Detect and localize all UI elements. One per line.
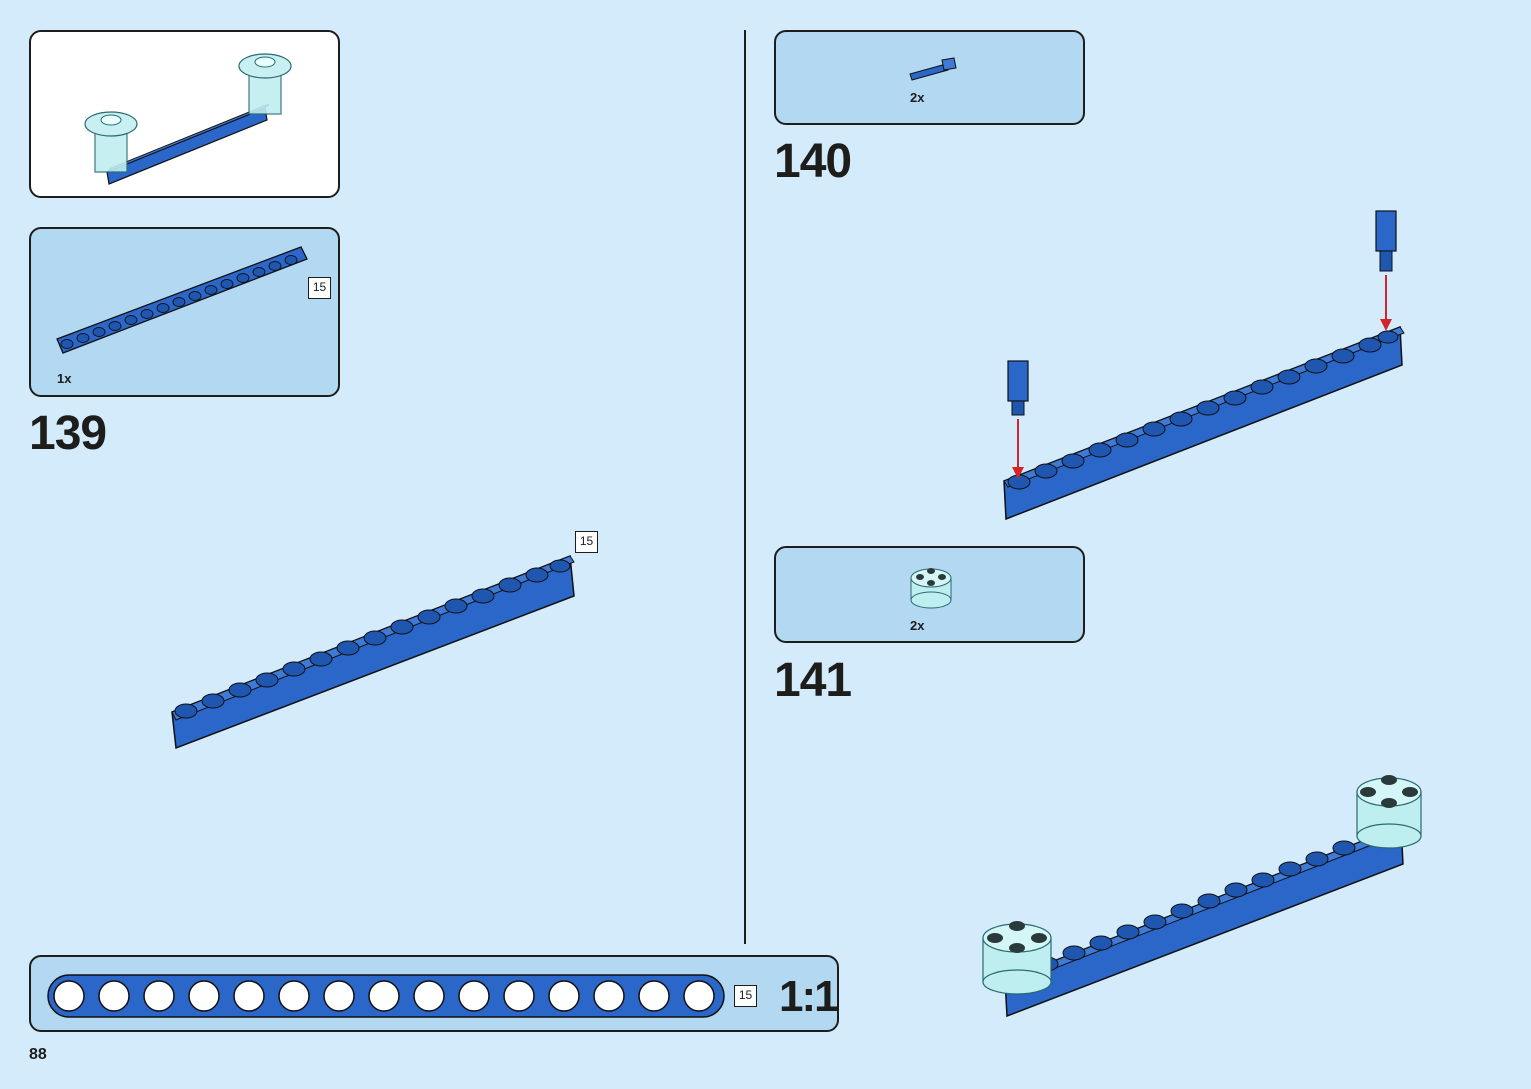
step-139-build-illustration — [171, 554, 575, 750]
arrow-icon — [1012, 419, 1024, 479]
part-quantity: 2x — [910, 618, 925, 633]
part-quantity: 1x — [57, 371, 72, 386]
length-label: 15 — [734, 985, 757, 1007]
beam-icon — [106, 103, 270, 185]
part-quantity: 2x — [910, 90, 925, 105]
beam-icon — [56, 246, 308, 354]
page-number: 88 — [29, 1046, 47, 1063]
round-brick-icon — [1356, 775, 1422, 849]
scale-label: 1:1 — [779, 972, 839, 1021]
round-brick-icon — [910, 568, 952, 609]
step-141-parts-callout: 2x — [774, 546, 1085, 643]
round-brick-icon — [84, 111, 138, 173]
step-number: 140 — [774, 135, 852, 188]
step-number: 141 — [774, 654, 852, 707]
length-label: 15 — [308, 277, 331, 299]
step-139-parts-callout: 15 1x — [29, 227, 340, 397]
column-divider — [744, 30, 746, 944]
step-140-build-illustration — [1003, 210, 1405, 521]
arrow-icon — [1380, 275, 1392, 331]
subassembly-panel — [29, 30, 340, 198]
step-141-build-illustration — [982, 775, 1422, 1018]
round-brick-icon — [982, 921, 1052, 995]
step-number: 139 — [29, 407, 107, 460]
beam-icon — [47, 974, 725, 1018]
axle-pin-icon — [1375, 210, 1397, 272]
axle-pin-icon — [1007, 360, 1029, 416]
subassembly-illustration — [84, 53, 292, 185]
round-brick-icon — [238, 53, 292, 115]
axle-pin-icon — [909, 57, 957, 81]
length-label: 15 — [575, 531, 598, 553]
step-140-parts-callout: 2x — [774, 30, 1085, 125]
scale-ruler-panel: 15 1:1 — [29, 955, 839, 1032]
